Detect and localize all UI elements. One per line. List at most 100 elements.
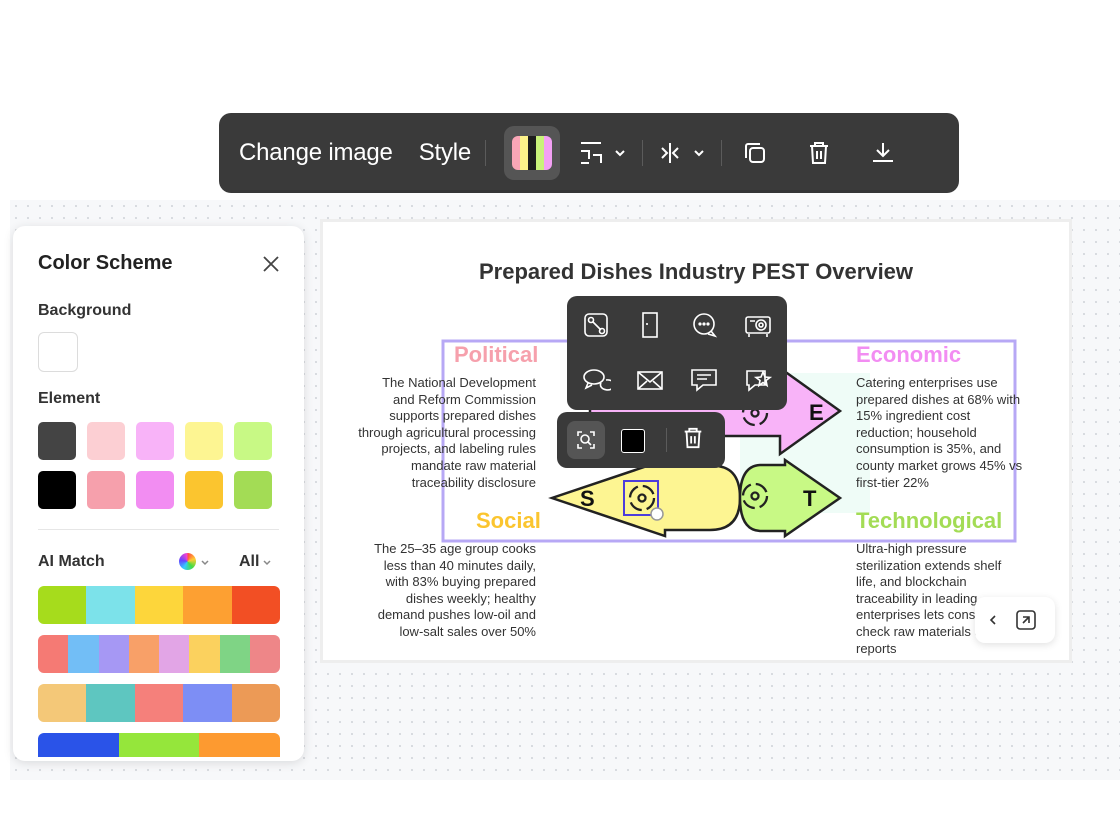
copy-button[interactable] — [742, 133, 768, 173]
style-button[interactable]: Style — [418, 139, 472, 166]
star-chat-icon[interactable] — [742, 364, 774, 396]
economic-text: Catering enterprises use prepared dishes… — [856, 375, 1023, 490]
download-button[interactable] — [870, 133, 896, 173]
swatch-stripe — [520, 136, 529, 170]
technological-title: Technological — [856, 508, 1003, 533]
replace-icon-button[interactable] — [567, 421, 605, 459]
presentation-icon[interactable] — [742, 309, 774, 341]
element-color-swatch[interactable] — [234, 422, 272, 460]
layout-icon — [581, 142, 603, 164]
element-color-swatch[interactable] — [38, 422, 76, 460]
background-color-swatch[interactable] — [38, 332, 78, 372]
palette-color — [98, 635, 129, 673]
swatch-stripe — [544, 136, 553, 170]
delete-element-button[interactable] — [681, 426, 705, 455]
element-color-swatch[interactable] — [136, 422, 174, 460]
canvas-title: Prepared Dishes Industry PEST Overview — [478, 259, 914, 284]
filter-all-label: All — [239, 553, 260, 570]
close-panel-button[interactable] — [260, 253, 282, 275]
color-palette-option[interactable] — [38, 733, 280, 757]
element-color-swatch[interactable] — [234, 471, 272, 509]
palette-color — [68, 635, 99, 673]
message-list-icon[interactable] — [688, 364, 720, 396]
element-color-grid — [38, 422, 272, 509]
download-icon — [873, 143, 894, 162]
chat-bubble-icon[interactable] — [688, 309, 720, 341]
ai-match-label: AI Match — [38, 553, 105, 570]
technological-arrow — [738, 457, 843, 539]
palette-color — [249, 635, 280, 673]
change-image-button[interactable]: Change image — [239, 139, 393, 166]
fill-color-swatch[interactable] — [621, 429, 645, 453]
ai-color-dropdown[interactable] — [179, 553, 211, 570]
fit-view-button[interactable] — [1013, 607, 1039, 633]
element-color-swatch[interactable] — [87, 471, 125, 509]
envelope-icon[interactable] — [634, 364, 666, 396]
door-icon[interactable] — [634, 309, 666, 341]
palette-color — [38, 586, 87, 624]
toolbar-divider — [666, 428, 667, 452]
zoom-search-icon — [577, 431, 595, 449]
chevron-down-icon — [694, 150, 704, 157]
swatch-stripe — [536, 136, 545, 170]
palette-color — [38, 684, 87, 722]
palette-color — [86, 586, 135, 624]
social-text: The 25–35 age group cooks less than 40 m… — [374, 541, 536, 639]
color-palette-option[interactable] — [38, 684, 280, 722]
palette-color — [183, 586, 232, 624]
collapse-button[interactable] — [981, 608, 1005, 632]
swatch-stripe — [528, 136, 537, 170]
close-icon — [263, 256, 279, 272]
color-palette-option[interactable] — [38, 586, 280, 624]
palette-color — [159, 635, 190, 673]
fit-view-icon — [1016, 610, 1036, 630]
political-title: Political — [454, 342, 539, 367]
icon-picker-popover — [567, 296, 787, 410]
color-wheel-icon — [179, 553, 196, 570]
toolbar-divider — [485, 140, 487, 166]
element-color-swatch[interactable] — [136, 471, 174, 509]
layout-dropdown-button[interactable] — [578, 133, 628, 173]
letter-e: E — [809, 400, 824, 425]
image-link-icon[interactable] — [580, 309, 612, 341]
view-controls — [975, 597, 1055, 643]
speech-bubbles-icon[interactable] — [580, 364, 612, 396]
chevron-down-icon — [615, 150, 625, 157]
technological-text: Ultra-high pressure sterilization extend… — [856, 541, 1021, 656]
chevron-down-icon — [263, 560, 271, 566]
element-label: Element — [38, 390, 101, 407]
icon-selection-box — [623, 480, 659, 516]
element-color-swatch[interactable] — [185, 422, 223, 460]
element-color-swatch[interactable] — [38, 471, 76, 509]
element-color-swatch[interactable] — [87, 422, 125, 460]
flip-icon — [661, 143, 679, 163]
palette-color — [231, 586, 280, 624]
filter-all-dropdown[interactable]: All — [239, 553, 273, 571]
selection-toolbar — [557, 412, 725, 468]
palette-color — [219, 635, 250, 673]
swatch-stripe — [512, 136, 521, 170]
palette-color — [183, 684, 232, 722]
background-label: Background — [38, 302, 132, 319]
color-scheme-button[interactable] — [504, 126, 561, 180]
image-toolbar: Change image Style — [219, 113, 959, 193]
palette-color — [38, 635, 69, 673]
panel-divider — [38, 529, 279, 530]
resize-handle[interactable] — [650, 507, 664, 521]
toolbar-divider — [721, 140, 723, 166]
palette-color — [118, 733, 200, 757]
economic-title: Economic — [856, 342, 962, 367]
delete-button[interactable] — [806, 133, 832, 173]
flip-dropdown-button[interactable] — [657, 133, 707, 173]
letter-t: T — [803, 486, 817, 511]
chevron-down-icon — [201, 559, 209, 565]
copy-icon — [745, 143, 766, 163]
chevron-left-icon — [989, 615, 996, 625]
toolbar-divider — [642, 140, 644, 166]
palette-color — [86, 684, 135, 722]
element-color-swatch[interactable] — [185, 471, 223, 509]
color-palette-option[interactable] — [38, 635, 280, 673]
palette-color — [189, 635, 220, 673]
palette-color — [134, 684, 184, 722]
palette-color — [38, 733, 119, 757]
